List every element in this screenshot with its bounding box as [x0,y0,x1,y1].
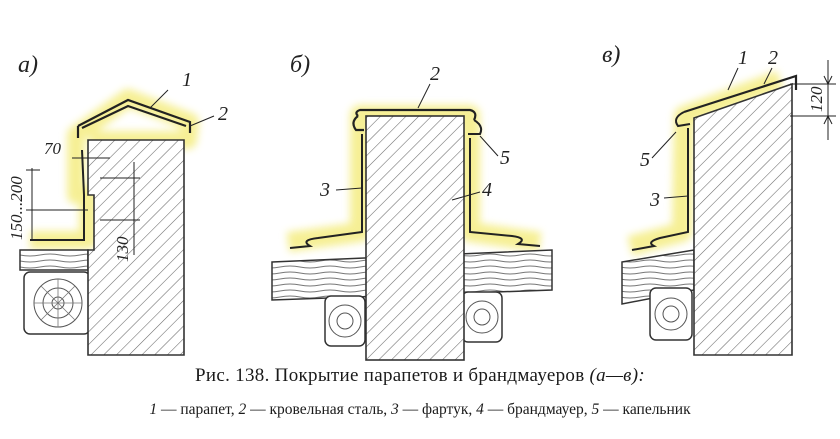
panel-c-apron [631,128,689,251]
panel-a-log [23,271,91,335]
panel-a: а) 1 2 70 150...200 130 [7,52,228,356]
panel-a-highlight [30,89,199,249]
caption-title-prefix: Рис. 138. Покрытие парапетов и брандмауе… [195,365,590,386]
panel-b-callout-3: 3 [319,179,330,201]
panel-a-dim-150-200: 150...200 [7,176,26,240]
panel-a-wall [87,139,185,356]
legend-text-1: — парапет, [157,401,239,418]
caption-title-suffix: (а—в): [589,365,645,386]
panel-b-letter: б) [290,52,310,78]
legend-text-3: — фартук, [398,401,477,418]
legend-text-4: — брандмауер, [483,401,592,418]
legend-num-5: 5 [591,401,600,418]
panel-b-firewall [365,115,465,361]
panel-c-top-steel [683,74,798,114]
panel-c: в) 1 2 5 3 120 [602,42,836,356]
panel-c-callout-1: 1 [738,47,748,69]
panel-b-apron-left [289,134,363,249]
legend-num-1: 1 [149,401,158,418]
panel-c-dims [790,60,836,140]
panel-a-callout-2: 2 [218,103,228,125]
panel-b-apron-right [469,138,541,247]
panel-a-dims [26,157,140,255]
figure-caption-title: Рис. 138. Покрытие парапетов и брандмауе… [0,365,840,387]
panel-b-top-steel [352,108,477,132]
panel-b-callout-2: 2 [430,63,440,85]
legend-num-2: 2 [238,401,247,418]
legend-text-5: — капельник [599,401,691,418]
panel-a-callout-1: 1 [182,69,192,91]
legend-num-4: 4 [476,401,484,418]
panel-a-letter: а) [18,52,38,78]
legend-text-2: — кровельная сталь, [246,401,392,418]
panel-c-dim-120: 120 [807,86,826,112]
figure-caption-legend: 1 — парапет, 2 — кровельная сталь, 3 — ф… [0,401,840,419]
panel-b-logs [324,291,503,347]
panel-c-firewall [693,82,793,356]
panel-b: б) 2 5 3 4 [271,52,553,361]
panel-c-letter: в) [602,42,620,68]
panel-a-beam [19,249,89,271]
panel-c-callout-5: 5 [640,149,650,171]
panel-a-cap [76,98,192,138]
panel-a-apron [30,149,85,241]
panel-b-callout-4: 4 [482,179,492,201]
legend-num-3: 3 [391,401,399,418]
panel-c-log [649,287,693,341]
panel-c-callout-3: 3 [649,189,660,211]
panel-c-callout-2: 2 [768,47,778,69]
panel-b-callout-5: 5 [500,147,510,169]
panel-a-dim-70: 70 [44,139,62,158]
panel-a-dim-130: 130 [113,236,132,262]
